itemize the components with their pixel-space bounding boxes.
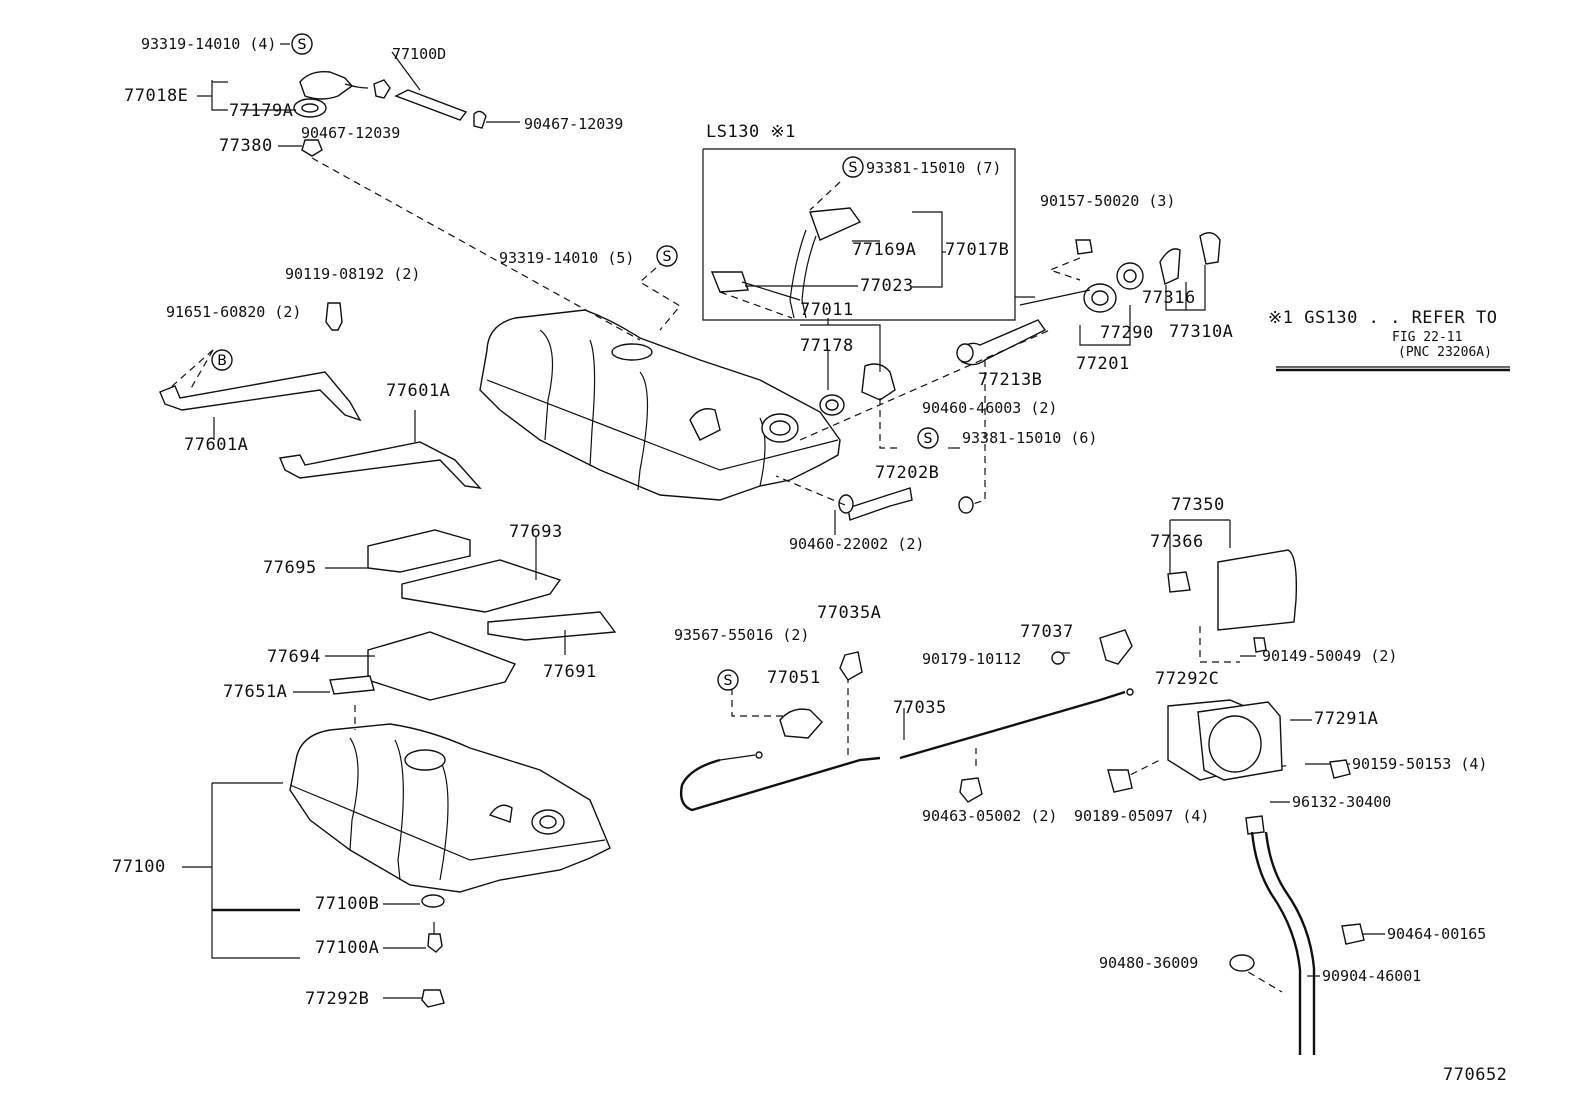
label-77213b: 77213B xyxy=(978,370,1043,390)
label-77695: 77695 xyxy=(263,558,317,578)
tank-small-parts xyxy=(421,894,445,1008)
label-77035a: 77035A xyxy=(817,603,882,623)
label-91651-60820: 91651-60820 (2) xyxy=(166,303,302,321)
label-77017b: 77017B xyxy=(945,240,1010,260)
note-line-1: ※1 GS130 . . REFER TO xyxy=(1268,308,1498,328)
dashed-connections xyxy=(169,157,1291,993)
label-90904-46001: 90904-46001 xyxy=(1322,967,1422,985)
label-77100: 77100 xyxy=(112,857,166,877)
label-ls130: LS130 ※1 xyxy=(706,122,796,142)
upper-fuel-tank xyxy=(479,309,841,501)
label-90189-05097: 90189-05097 (4) xyxy=(1074,807,1210,825)
label-77601a-lower: 77601A xyxy=(184,435,249,455)
label-77316: 77316 xyxy=(1142,288,1196,308)
fuel-lid-opener xyxy=(679,629,1134,812)
label-77290: 77290 xyxy=(1100,323,1154,343)
label-77011: 77011 xyxy=(800,300,854,320)
label-77100b: 77100B xyxy=(315,894,380,914)
label-77292c: 77292C xyxy=(1155,669,1220,689)
label-77100d: 77100D xyxy=(392,45,447,63)
label-77380: 77380 xyxy=(219,136,273,156)
label-96132-30400: 96132-30400 xyxy=(1292,793,1392,811)
filler-neck-parts xyxy=(819,232,1221,521)
label-77100a: 77100A xyxy=(315,938,380,958)
label-90467-12039-a: 90467-12039 xyxy=(301,124,401,142)
tank-straps xyxy=(159,302,482,489)
note-line-3: (PNC 23206A) xyxy=(1398,345,1492,360)
label-77023: 77023 xyxy=(860,276,914,296)
label-90480-36009: 90480-36009 xyxy=(1099,954,1199,972)
label-77651a: 77651A xyxy=(223,682,288,702)
label-77601a-upper: 77601A xyxy=(386,381,451,401)
label-77693: 77693 xyxy=(509,522,563,542)
label-77051: 77051 xyxy=(767,668,821,688)
label-90149-50049: 90149-50049 (2) xyxy=(1262,647,1398,665)
label-90464-00165: 90464-00165 xyxy=(1387,925,1487,943)
label-77691: 77691 xyxy=(543,662,597,682)
fuel-lid-housing xyxy=(1107,549,1365,1055)
lower-fuel-tank xyxy=(289,723,611,893)
label-77178: 77178 xyxy=(800,336,854,356)
label-90179-10112: 90179-10112 xyxy=(922,650,1022,668)
label-77694: 77694 xyxy=(267,647,321,667)
label-77350: 77350 xyxy=(1171,495,1225,515)
label-93319-14010-5: 93319-14010 (5) xyxy=(499,249,635,267)
label-90157-50020: 90157-50020 (3) xyxy=(1040,192,1176,210)
label-77035: 77035 xyxy=(893,698,947,718)
sender-gauge-assembly xyxy=(293,51,520,157)
label-77366: 77366 xyxy=(1150,532,1204,552)
label-77291a: 77291A xyxy=(1314,709,1379,729)
label-90467-12039-b: 90467-12039 xyxy=(524,115,624,133)
protector-pads xyxy=(329,529,617,701)
label-90460-22002: 90460-22002 (2) xyxy=(789,535,925,553)
note-line-2: FIG 22-11 xyxy=(1392,330,1463,345)
label-77292b: 77292B xyxy=(305,989,370,1009)
label-77179a: 77179A xyxy=(229,101,294,121)
label-77202b: 77202B xyxy=(875,463,940,483)
label-93381-15010-6: 93381-15010 (6) xyxy=(962,429,1098,447)
label-77201: 77201 xyxy=(1076,354,1130,374)
label-77018e: 77018E xyxy=(124,86,189,106)
figure-number: 770652 xyxy=(1443,1065,1508,1085)
label-77037: 77037 xyxy=(1020,622,1074,642)
label-90460-46003: 90460-46003 (2) xyxy=(922,399,1058,417)
ls130-bracket-box xyxy=(702,148,1035,321)
label-90119-08192: 90119-08192 (2) xyxy=(285,265,421,283)
label-77310a: 77310A xyxy=(1169,322,1234,342)
label-77169a: 77169A xyxy=(852,240,917,260)
label-93567-55016: 93567-55016 (2) xyxy=(674,626,810,644)
leader-brackets xyxy=(182,80,1510,959)
fuel-pump-module xyxy=(710,207,862,319)
label-90463-05002: 90463-05002 (2) xyxy=(922,807,1058,825)
label-93319-14010-4: 93319-14010 (4) xyxy=(141,35,277,53)
label-90159-50153: 90159-50153 (4) xyxy=(1352,755,1488,773)
label-93381-15010-7: 93381-15010 (7) xyxy=(866,159,1002,177)
